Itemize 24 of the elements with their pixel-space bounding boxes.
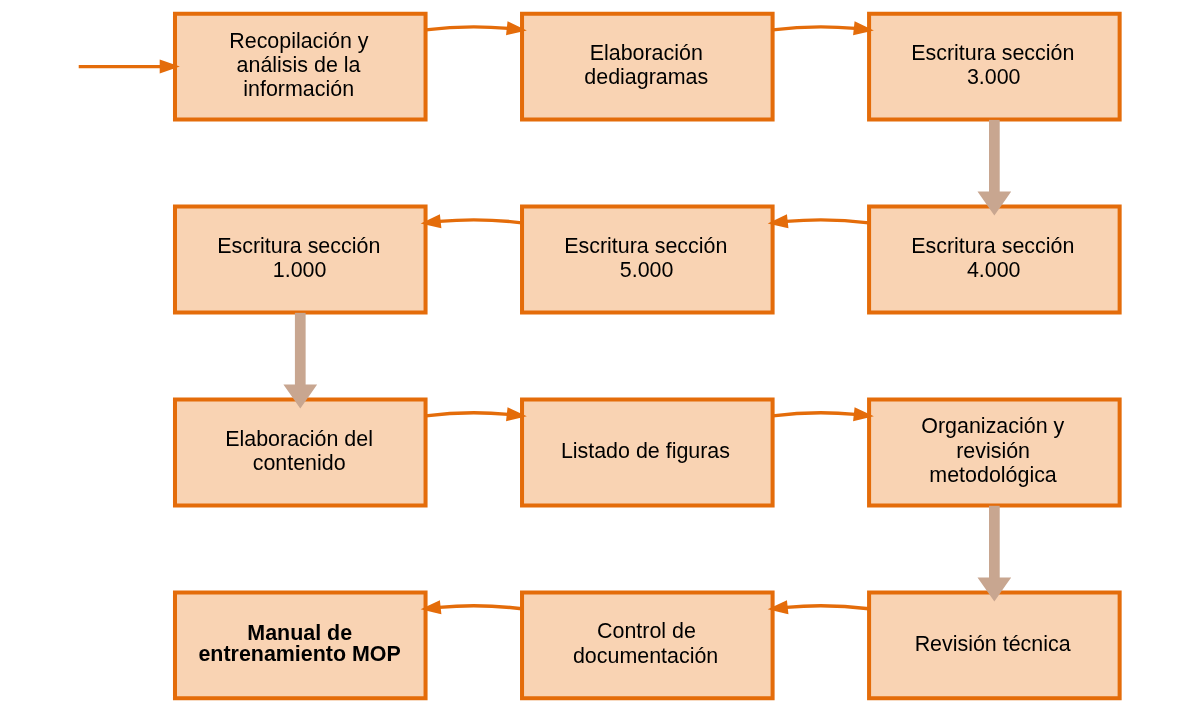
node-box: Listado de figuras: [520, 397, 775, 508]
node-box: Elaboración dediagramas: [520, 11, 775, 122]
node-box: Escritura sección 4.000: [867, 204, 1122, 315]
arrow: [977, 119, 1012, 216]
arrow: [425, 21, 527, 36]
node-box: Control de documentación: [520, 590, 775, 701]
arrow: [420, 600, 522, 615]
node-box: Manual de entrenamiento MOP: [173, 590, 428, 701]
arrow: [425, 407, 527, 422]
arrow: [420, 214, 522, 229]
arrow: [767, 214, 869, 229]
node-box: Revisión técnica: [867, 590, 1122, 701]
arrow: [767, 600, 869, 615]
node-box: Escritura sección 1.000: [173, 204, 428, 315]
node-box: Recopilación y análisis de la información: [173, 11, 428, 122]
node-box: Escritura sección 5.000: [520, 204, 775, 315]
arrow: [977, 505, 1012, 602]
node-box: Escritura sección 3.000: [867, 11, 1122, 122]
arrow: [772, 407, 874, 422]
node-box: Elaboración del contenido: [173, 397, 428, 508]
node-box: Organización y revisión metodológica: [867, 397, 1122, 508]
arrow: [78, 59, 180, 74]
arrow: [772, 21, 874, 36]
arrow: [283, 312, 318, 409]
